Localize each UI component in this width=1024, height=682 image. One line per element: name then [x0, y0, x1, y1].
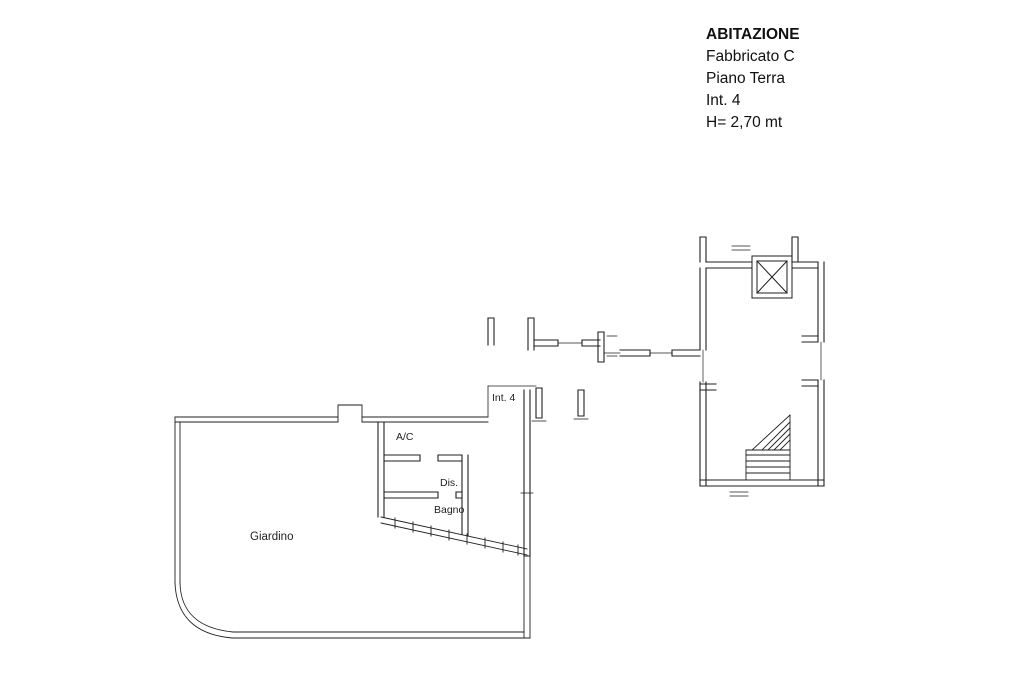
- label-unit: Int. 4: [492, 392, 516, 404]
- label-garden: Giardino: [250, 531, 293, 543]
- apartment-window-wall: [380, 516, 528, 556]
- title-building-use: ABITAZIONE: [706, 26, 800, 43]
- garden-boundary: [174, 404, 531, 639]
- title-unit: Int. 4: [706, 92, 741, 109]
- elevator-shaft: [751, 255, 793, 299]
- title-height: H= 2,70 mt: [706, 114, 783, 131]
- stairs: [745, 414, 791, 481]
- label-hallway: Dis.: [440, 477, 458, 489]
- title-building: Fabbricato C: [706, 48, 795, 65]
- stairwell-block: [699, 236, 825, 497]
- apartment-walls: [377, 385, 589, 557]
- label-bathroom: Bagno: [434, 504, 465, 516]
- label-air-conditioning: A/C: [396, 431, 414, 443]
- title-floor: Piano Terra: [706, 70, 785, 87]
- title-block: ABITAZIONE Fabbricato C Piano Terra Int.…: [706, 24, 800, 134]
- corridor-walls: [487, 317, 701, 363]
